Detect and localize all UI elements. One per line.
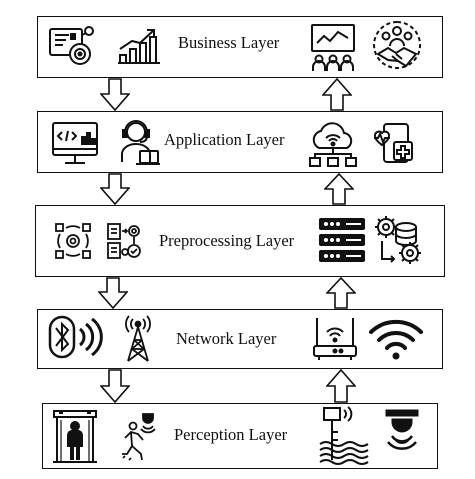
application-layer: Application Layer xyxy=(37,111,443,173)
support-agent-icon xyxy=(120,118,160,168)
body-scanner-icon xyxy=(53,410,97,464)
business-layer-label: Business Layer xyxy=(178,33,280,52)
document-process-icon xyxy=(106,222,142,260)
water-level-sensor-icon xyxy=(318,406,369,465)
down-arrow-network-to-perception xyxy=(100,369,130,403)
radio-tower-icon xyxy=(122,315,154,362)
cloud-network-icon xyxy=(307,118,359,170)
code-monitor-icon xyxy=(52,122,98,166)
wifi-router-icon xyxy=(313,316,357,362)
up-arrow-network-to-preprocessing xyxy=(326,277,356,309)
bluetooth-signal-icon xyxy=(48,315,106,359)
up-arrow-perception-to-network xyxy=(326,369,356,403)
database-gears-icon xyxy=(374,215,424,267)
dashboard-analytics-icon xyxy=(49,25,95,67)
team-handshake-icon xyxy=(372,20,422,72)
perception-layer: Perception Layer xyxy=(42,403,438,469)
ceiling-sensor-icon xyxy=(385,409,419,453)
growth-chart-icon xyxy=(118,27,160,65)
business-layer: Business Layer xyxy=(37,16,443,78)
down-arrow-business-to-application xyxy=(100,78,130,111)
health-tablet-icon xyxy=(372,122,416,166)
down-arrow-application-to-preprocessing xyxy=(100,173,130,205)
wifi-signal-icon xyxy=(368,318,424,362)
preprocessing-layer: Preprocessing Layer xyxy=(35,205,445,277)
network-layer-label: Network Layer xyxy=(176,329,277,348)
presentation-meeting-icon xyxy=(310,23,356,73)
motion-sensor-icon xyxy=(121,412,157,462)
data-cycle-icon xyxy=(54,222,92,260)
network-layer: Network Layer xyxy=(37,309,443,369)
application-layer-label: Application Layer xyxy=(164,130,285,149)
up-arrow-application-to-business xyxy=(322,78,352,111)
down-arrow-preprocessing-to-network xyxy=(98,277,128,309)
up-arrow-preprocessing-to-application xyxy=(324,173,354,205)
preprocessing-layer-label: Preprocessing Layer xyxy=(159,231,295,250)
perception-layer-label: Perception Layer xyxy=(174,425,288,444)
server-rack-icon xyxy=(318,217,366,263)
